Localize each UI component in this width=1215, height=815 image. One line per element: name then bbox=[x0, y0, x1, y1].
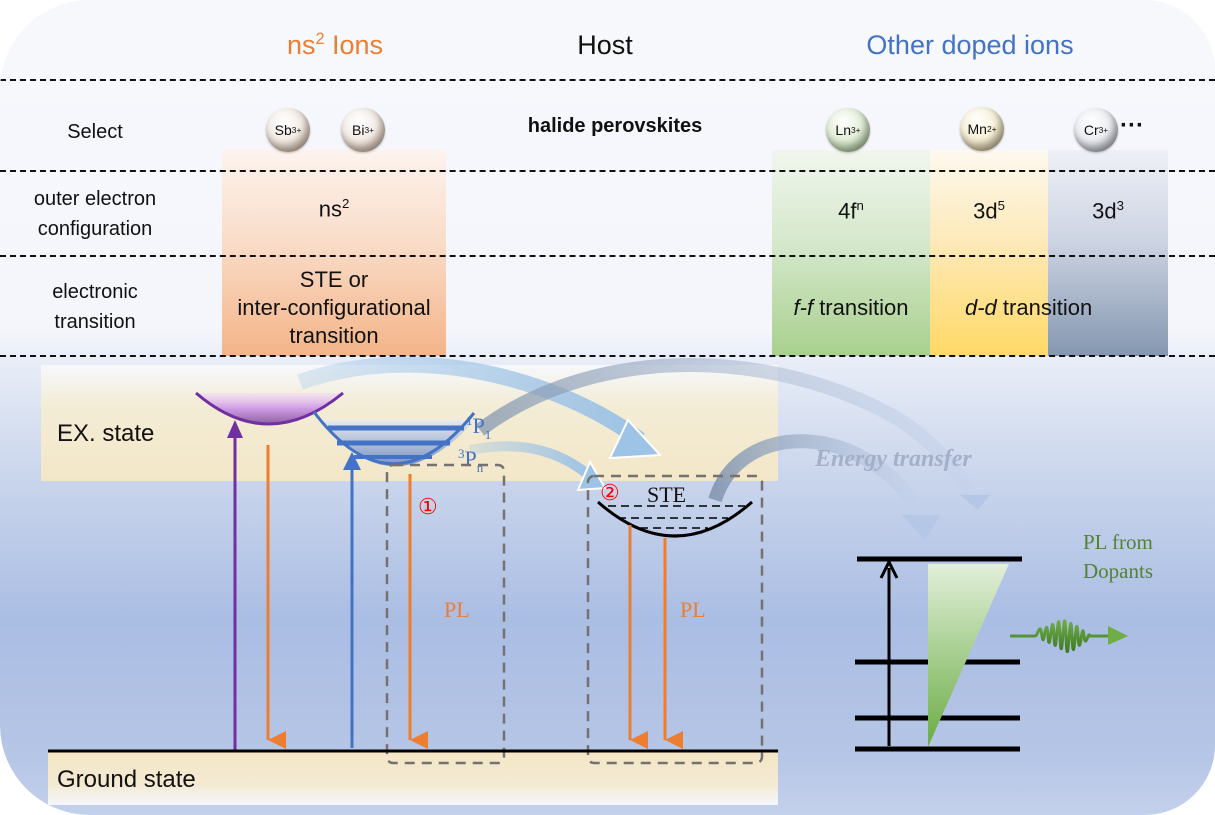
ion-cr-sup: 3+ bbox=[1098, 125, 1109, 135]
ns2-column-fill bbox=[222, 150, 446, 356]
ground-state-label: Ground state bbox=[57, 766, 196, 793]
ion-sb-sup: 3+ bbox=[291, 125, 302, 135]
config-ln: 4fn bbox=[772, 198, 930, 224]
transition-ff: f-f transition bbox=[772, 295, 930, 321]
ion-mn-sup: 2+ bbox=[986, 124, 997, 134]
row-label-config-line1: outer electron bbox=[33, 188, 157, 210]
config-mn: 3d5 bbox=[930, 198, 1048, 224]
blue-arrowhead bbox=[343, 452, 361, 470]
config-mn-sup: 5 bbox=[997, 198, 1005, 213]
more-ions-ellipsis: ··· bbox=[1120, 112, 1144, 139]
config-ln-base: 4f bbox=[838, 198, 857, 224]
config-ln-sup: n bbox=[856, 198, 864, 213]
marker-1: ① bbox=[418, 494, 438, 519]
purple-potential-curve bbox=[195, 391, 344, 426]
energy-transfer-arrowhead bbox=[960, 495, 990, 510]
pl-label-2: PL bbox=[680, 597, 706, 622]
transition-dd: d-d transition bbox=[965, 295, 1155, 321]
transition-ns2-line1: STE or bbox=[299, 267, 369, 292]
row-divider bbox=[0, 355, 1215, 357]
config-cr-sup: 3 bbox=[1116, 198, 1124, 213]
ground-state-band bbox=[48, 752, 778, 805]
config-cr-base: 3d bbox=[1092, 198, 1117, 224]
ion-mn-base: Mn bbox=[967, 121, 987, 137]
ion-cr-base: Cr bbox=[1083, 122, 1099, 138]
pathway-1-box bbox=[385, 463, 506, 765]
ste-label: STE bbox=[647, 482, 686, 507]
dopant-arrowhead bbox=[879, 558, 899, 579]
header-ns2-sup: 2 bbox=[315, 30, 325, 48]
energy-transfer-arrow bbox=[708, 434, 926, 514]
ion-sb-base: Sb bbox=[274, 122, 292, 138]
header-ns2-ions: ns2 Ions bbox=[225, 30, 445, 61]
emission-wave bbox=[1010, 619, 1115, 654]
marker-2: ② bbox=[600, 480, 620, 505]
ln-column-fill bbox=[772, 150, 930, 356]
header-ns2-rest: Ions bbox=[324, 30, 384, 60]
cr-column-fill bbox=[1048, 150, 1168, 356]
header-ns2-base: ns bbox=[286, 30, 316, 60]
row-label-transition: electronic transition bbox=[10, 277, 180, 337]
level-1p1-label: 1P1 bbox=[466, 413, 491, 442]
row-label-config: outer electron configuration bbox=[10, 184, 180, 244]
ion-ln-sup: 3+ bbox=[851, 125, 861, 135]
row-label-select: Select bbox=[67, 121, 123, 143]
transition-dd-rest: transition bbox=[996, 295, 1093, 320]
emission-wave-arrowhead bbox=[1108, 626, 1128, 645]
transition-ns2-line3: transition bbox=[289, 323, 379, 348]
ste-potential-curve bbox=[597, 500, 753, 538]
pl-label-1: PL bbox=[444, 597, 470, 622]
header-other-ions: Other doped ions bbox=[866, 30, 1074, 60]
energy-transfer-arrow bbox=[469, 441, 596, 482]
header-host: Host bbox=[577, 30, 633, 60]
ex-state-label: EX. state bbox=[57, 420, 155, 447]
ion-ln-base: Ln bbox=[835, 122, 851, 138]
row-divider bbox=[0, 79, 1215, 81]
transition-ns2-line2: inter-configurational bbox=[237, 295, 431, 320]
config-mn-base: 3d bbox=[973, 198, 998, 224]
ion-bi-sup: 3+ bbox=[364, 125, 374, 135]
energy-transfer-arrow bbox=[297, 356, 645, 447]
pathway-2-box bbox=[586, 474, 764, 765]
config-ns2-base: ns bbox=[318, 196, 342, 222]
transition-ff-italic: f-f bbox=[793, 295, 814, 320]
row-label-transition-line1: electronic bbox=[52, 281, 138, 303]
energy-transfer-arrow bbox=[475, 358, 982, 504]
energy-transfer-arrowhead bbox=[902, 515, 940, 540]
row-divider bbox=[0, 170, 1215, 172]
energy-transfer-label: Energy transfer bbox=[814, 446, 972, 472]
mn-column-fill bbox=[930, 150, 1048, 356]
transition-dd-italic: d-d bbox=[965, 295, 997, 320]
energy-transfer-arrowhead bbox=[608, 418, 663, 460]
dopant-emission-triangle bbox=[928, 564, 1009, 747]
row-divider bbox=[0, 255, 1215, 257]
transition-ff-rest: transition bbox=[813, 295, 909, 320]
transition-ns2: STE or inter-configurational transition bbox=[222, 266, 446, 350]
host-halide-perovskites: halide perovskites bbox=[527, 115, 703, 137]
pl-from-dopants-line2: Dopants bbox=[1083, 559, 1153, 583]
config-cr: 3d3 bbox=[1048, 198, 1168, 224]
row-label-config-line2: configuration bbox=[37, 218, 153, 240]
ion-bi-base: Bi bbox=[351, 122, 365, 138]
config-ns2: ns2 bbox=[222, 196, 446, 222]
config-ns2-sup: 2 bbox=[341, 196, 350, 211]
row-label-transition-line2: transition bbox=[54, 311, 136, 333]
pl-from-dopants-line1: PL from bbox=[1083, 530, 1153, 554]
purple-arrowhead bbox=[227, 420, 243, 438]
